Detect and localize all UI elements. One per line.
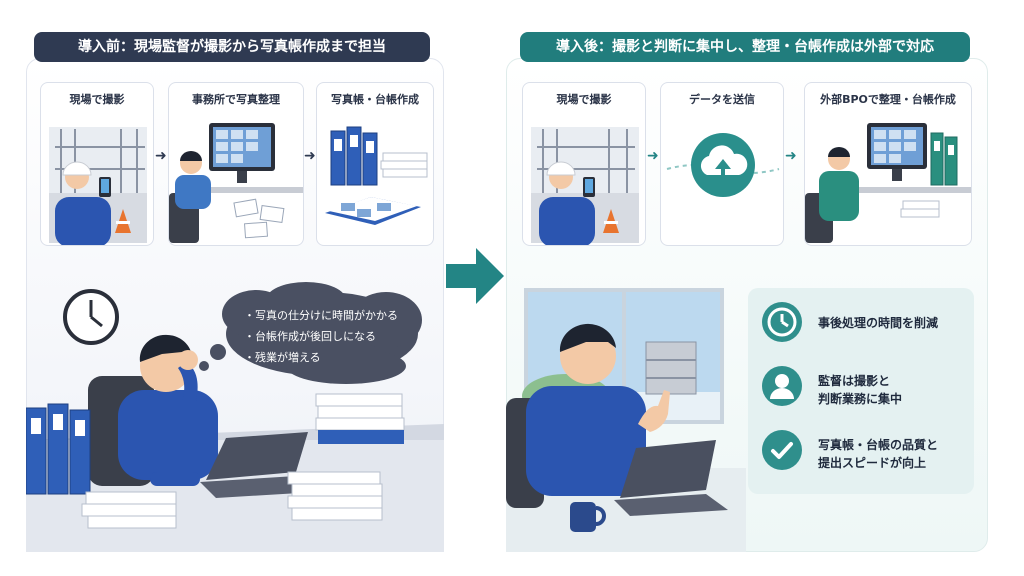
benefits-box: 事後処理の時間を削減 監督は撮影と 判断業務に集中 写真帳・台帳の品質と 提出ス… <box>748 288 974 494</box>
clock-icon <box>762 302 802 342</box>
after-step-send-label: データを送信 <box>689 93 755 106</box>
after-step-send: データを送信 <box>660 82 784 246</box>
problem-sorting: ・写真の仕分けに時間がかかる <box>244 309 398 322</box>
photographer-illustration <box>49 127 147 245</box>
before-step-organize: 事務所で写真整理 <box>168 82 304 246</box>
problem-overtime: ・残業が増える <box>244 351 321 364</box>
binders-illustration <box>325 126 428 225</box>
after-step-bpo: 外部BPOで整理・台帳作成 <box>804 82 972 246</box>
relaxed-worker-illustration <box>506 288 746 552</box>
stressed-worker-illustration <box>26 334 444 552</box>
after-arrow-1: ➜ <box>647 148 659 164</box>
benefit-quality: 写真帳・台帳の品質と 提出スピードが向上 <box>748 422 974 482</box>
problem-ledger-delay: ・台帳作成が後回しになる <box>244 330 376 343</box>
after-title: 導入後：撮影と判断に集中し、整理・台帳作成は外部で対応 <box>520 32 970 62</box>
check-icon <box>762 430 802 470</box>
before-arrow-1: ➜ <box>155 148 167 164</box>
thought-bubble <box>199 282 422 384</box>
benefit-quality-text: 写真帳・台帳の品質と 提出スピードが向上 <box>818 438 939 470</box>
before-step-shoot-label: 現場で撮影 <box>69 93 125 106</box>
after-step-shoot: 現場で撮影 <box>522 82 646 246</box>
after-photographer-illustration <box>531 127 639 245</box>
cloud-upload-icon <box>666 133 780 197</box>
before-step-organize-label: 事務所で写真整理 <box>192 93 280 106</box>
benefit-focus: 監督は撮影と 判断業務に集中 <box>748 358 974 418</box>
bpo-office-illustration <box>805 123 971 243</box>
office-illustration <box>169 123 303 243</box>
before-step-ledger-label: 写真帳・台帳作成 <box>331 93 419 106</box>
transition-arrow-icon <box>446 248 504 304</box>
before-step-ledger: 写真帳・台帳作成 <box>316 82 434 246</box>
before-step-shoot: 現場で撮影 <box>40 82 154 246</box>
after-step-shoot-label: 現場で撮影 <box>556 93 612 106</box>
wall-clock-icon <box>63 289 119 345</box>
after-arrow-2: ➜ <box>785 148 797 164</box>
before-arrow-2: ➜ <box>304 148 316 164</box>
benefit-time-reduction: 事後処理の時間を削減 <box>748 294 974 354</box>
after-step-bpo-label: 外部BPOで整理・台帳作成 <box>820 93 956 106</box>
benefit-focus-text: 監督は撮影と 判断業務に集中 <box>818 374 903 406</box>
person-icon <box>762 366 802 406</box>
before-title: 導入前：現場監督が撮影から写真帳作成まで担当 <box>34 32 430 62</box>
benefit-time-reduction-text: 事後処理の時間を削減 <box>818 316 939 330</box>
